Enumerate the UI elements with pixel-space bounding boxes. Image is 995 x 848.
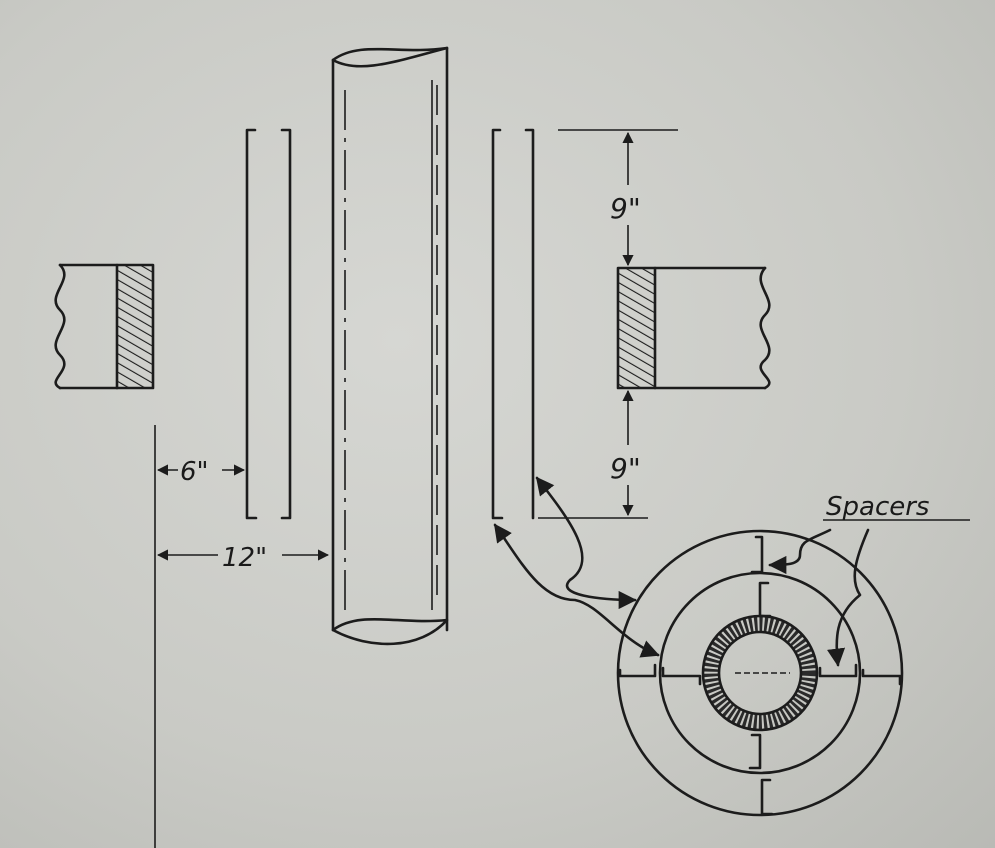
spacers-label: Spacers [826, 492, 929, 522]
spacers-leaders [768, 519, 970, 667]
dimension-label-six: 6" [180, 457, 209, 487]
vertical-dimensions [538, 129, 678, 519]
dimension-label-twelve: 12" [222, 543, 267, 573]
left-shield [245, 128, 292, 520]
right-wall-section [616, 266, 771, 390]
horizontal-dimensions [154, 425, 330, 848]
pipe [331, 46, 449, 646]
dimension-label-lower: 9" [610, 452, 641, 485]
dimension-label-upper: 9" [610, 192, 641, 225]
left-wall-section [54, 263, 155, 390]
right-shield [491, 128, 535, 520]
cross-section [616, 529, 904, 817]
leader-arrows [493, 476, 660, 658]
